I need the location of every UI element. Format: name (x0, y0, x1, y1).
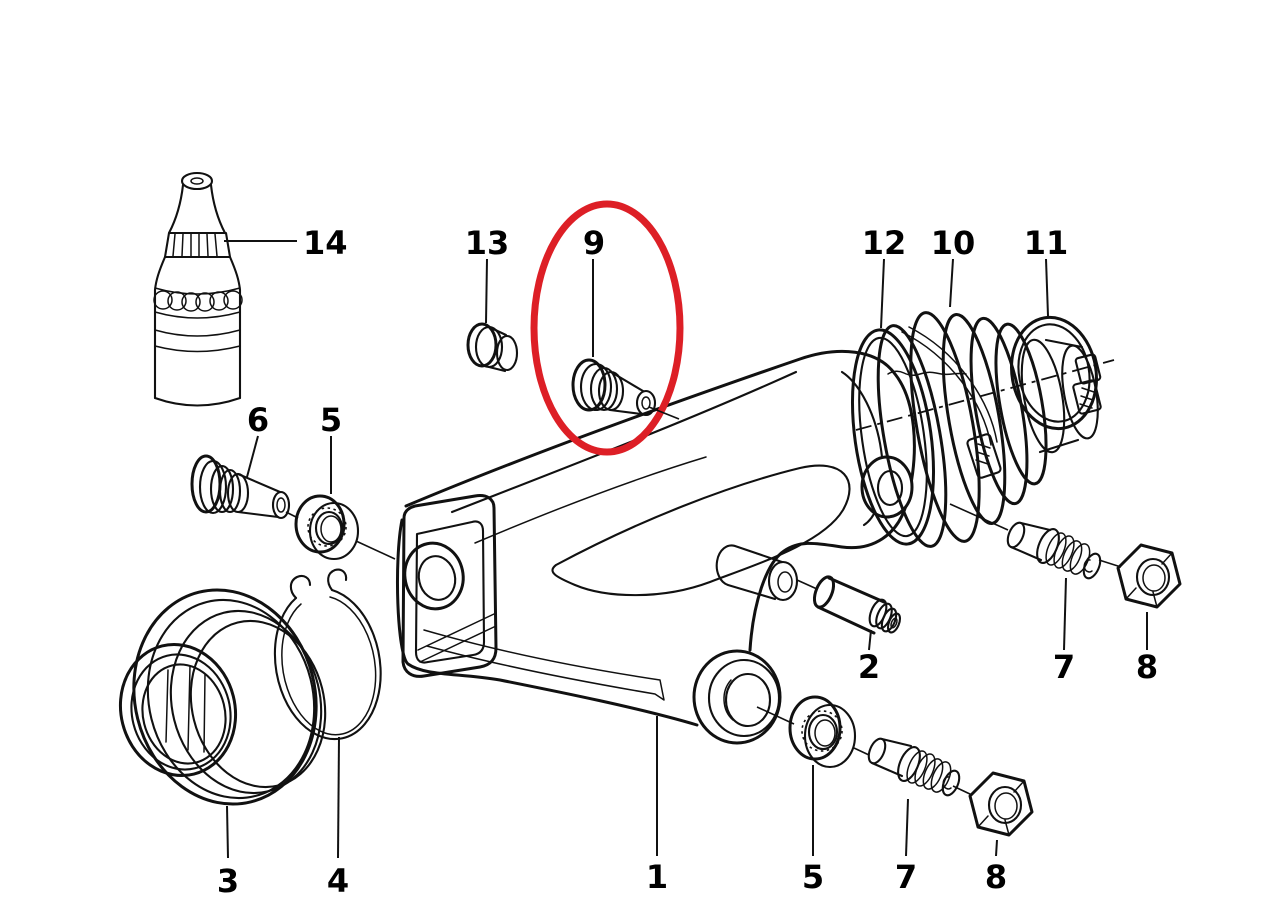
part-label-2: 2 (858, 648, 880, 686)
part-label-1: 1 (646, 858, 668, 896)
callout-labels: 14 13 9 12 10 11 6 5 3 4 1 2 7 8 5 7 8 (217, 224, 1158, 900)
part-label-9: 9 (583, 224, 605, 262)
leader-4 (337, 736, 340, 859)
assembly-alignment-lines (285, 406, 1122, 796)
plug-part-13 (466, 322, 519, 373)
bearing-part-5-left (294, 494, 360, 561)
part-label-8a: 8 (1136, 648, 1158, 686)
hex-nut-part-8-upper (1116, 543, 1182, 609)
pivot-pin-part-6 (190, 454, 291, 520)
center-axis-line (855, 359, 1115, 431)
leader-3 (226, 805, 229, 859)
plug-part-9 (571, 358, 657, 417)
leader-2 (868, 629, 872, 651)
circlip-part-4 (273, 568, 382, 741)
part-label-7a: 7 (1053, 648, 1075, 686)
part-label-8b: 8 (985, 858, 1007, 896)
highlight-circle-part-9 (530, 200, 684, 456)
boot-part-3 (118, 588, 327, 806)
part-label-10: 10 (931, 224, 976, 262)
lubricant-bottle-part-14 (153, 171, 243, 407)
part-label-11: 11 (1024, 224, 1069, 262)
threaded-pin-part-7-upper (1006, 521, 1102, 580)
hex-nut-part-8-lower (968, 771, 1034, 837)
leader-7a (1063, 577, 1067, 651)
leader-11 (1045, 258, 1049, 317)
drive-shaft-boot-part-10 (876, 311, 1099, 548)
leader-13 (485, 258, 488, 324)
part-label-5a: 5 (320, 401, 342, 439)
threaded-pin-part-7-lower (867, 737, 961, 797)
part-label-14: 14 (303, 224, 348, 262)
bearing-part-5-lower (788, 695, 857, 769)
part-label-7b: 7 (895, 858, 917, 896)
part-label-12: 12 (862, 224, 907, 262)
leader-10 (949, 258, 954, 308)
leader-7b (905, 798, 909, 857)
leader-8b (995, 839, 998, 857)
boot-clamp-part-12 (850, 328, 936, 546)
leader-12 (880, 258, 885, 329)
part-label-6: 6 (247, 401, 269, 439)
leader-6 (246, 435, 259, 478)
part-label-3: 3 (217, 862, 239, 900)
part-label-4: 4 (327, 862, 349, 900)
part-label-5b: 5 (802, 858, 824, 896)
sleeve-pin-part-2 (812, 575, 902, 635)
part-label-13: 13 (465, 224, 510, 262)
callout-leader-lines (224, 240, 1148, 859)
